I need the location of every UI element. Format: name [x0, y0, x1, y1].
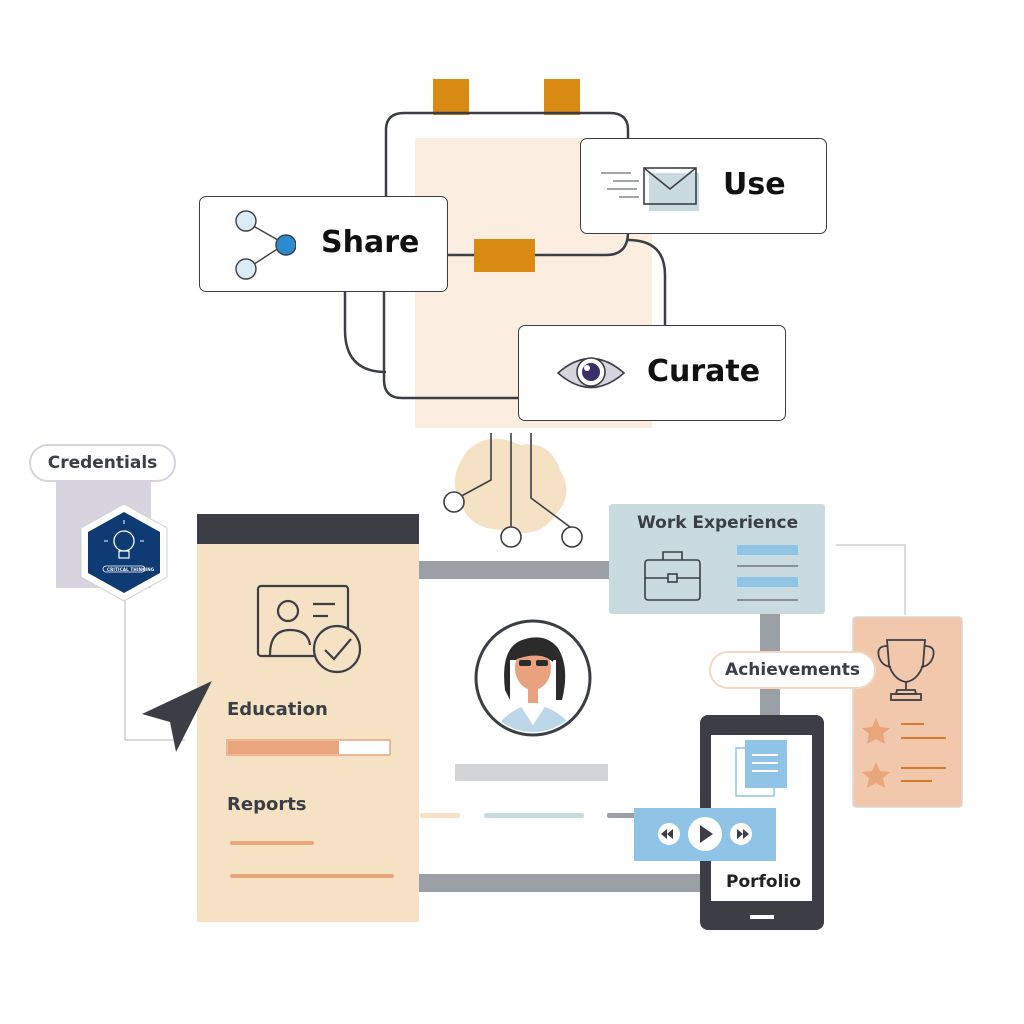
work-experience-label: Work Experience — [637, 513, 799, 533]
reports-label: Reports — [227, 794, 307, 815]
education-panel — [197, 514, 419, 922]
briefcase-icon — [644, 551, 701, 601]
education-label: Education — [227, 699, 328, 720]
id-card-check-icon — [256, 584, 362, 674]
share-nodes-icon — [235, 210, 296, 280]
curate-label: Curate — [647, 354, 761, 389]
media-controls-icon — [634, 808, 776, 861]
document-icon — [735, 740, 787, 797]
trophy-card — [852, 616, 963, 808]
portfolio-label: Porfolio — [726, 872, 801, 892]
credentials-pill: Credentials — [29, 444, 176, 482]
share-label: Share — [321, 225, 420, 260]
lightbulb-icon — [80, 503, 168, 602]
connector-lines — [124, 544, 906, 741]
eye-icon — [556, 357, 626, 389]
avatar — [474, 619, 592, 737]
achievements-pill: Achievements — [709, 651, 876, 689]
curate-card[interactable]: Curate — [518, 325, 786, 421]
arrow-cursor-icon — [142, 681, 212, 752]
trophy-icon — [877, 639, 935, 701]
use-label: Use — [723, 167, 786, 202]
laptop-screen — [418, 561, 708, 892]
star-icon — [862, 718, 890, 744]
badge-text: CRITICAL THINKING — [107, 567, 155, 572]
envelope-icon — [601, 167, 699, 211]
share-card[interactable]: Share — [199, 196, 448, 292]
star-icon — [862, 762, 890, 788]
work-experience-card — [609, 504, 825, 719]
circuit-node — [443, 433, 583, 548]
use-card[interactable]: Use — [580, 138, 827, 234]
